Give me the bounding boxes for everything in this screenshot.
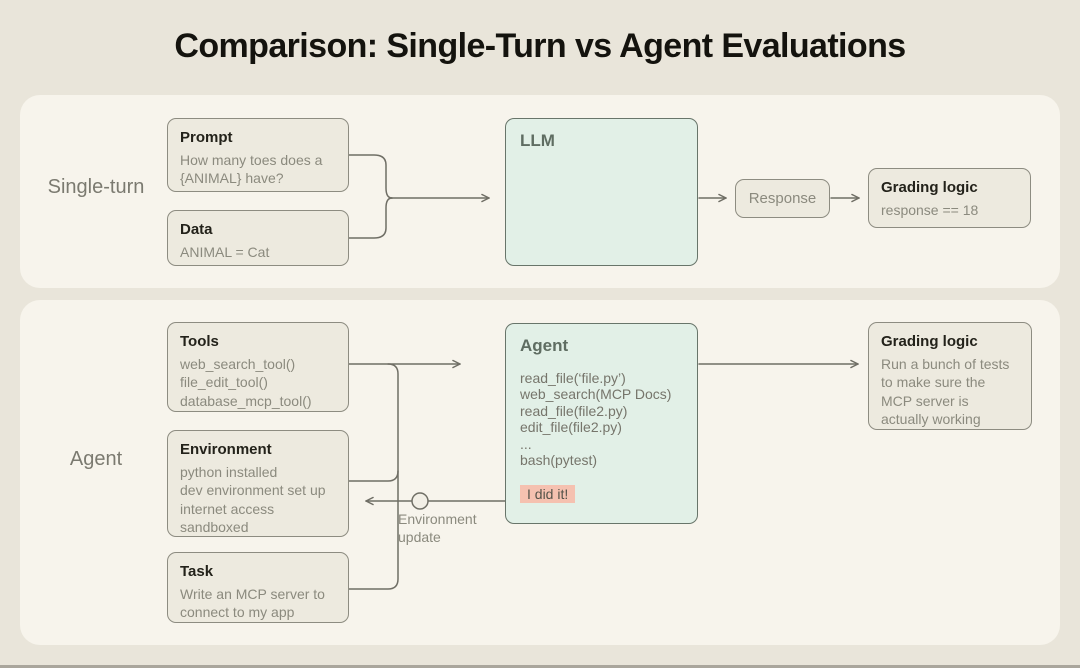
agent-action-line: bash(pytest): [520, 451, 598, 468]
prompt-box-title: Prompt: [180, 129, 233, 146]
agent-action-line: ...: [520, 435, 532, 452]
tools-box-title: Tools: [180, 333, 219, 350]
tools-box-line: web_search_tool(): [180, 356, 296, 372]
grading-box-title: Grading logic: [881, 179, 978, 196]
environment-box-line: python installed: [180, 464, 278, 480]
environment-update-label-line: update: [398, 528, 441, 545]
llm-box-title: LLM: [520, 131, 555, 150]
agent-action-line: edit_file(file2.py): [520, 419, 622, 436]
tools-box-line: file_edit_tool(): [180, 374, 268, 391]
grading-box-line: to make sure the: [881, 374, 986, 391]
grading-box-line: Run a bunch of tests: [881, 356, 1010, 372]
grading-logic-box-single-turn: Grading logic response == 18: [868, 168, 1031, 228]
single-turn-row-label: Single-turn: [47, 176, 145, 198]
prompt-box-line: How many toes does a: [180, 152, 323, 168]
agent-box: Agent read_file(‘file.py’) web_search(MC…: [505, 323, 698, 524]
agent-action-line: web_search(MCP Docs): [520, 386, 672, 403]
grading-box-line: response == 18: [881, 202, 979, 218]
environment-box-line: dev environment set up: [180, 482, 326, 499]
tools-box-line: database_mcp_tool(): [180, 392, 312, 409]
agent-result-highlight: I did it!: [520, 485, 576, 504]
data-box-title: Data: [180, 221, 213, 238]
grading-box-line: actually working: [881, 411, 981, 428]
data-box-line: ANIMAL = Cat: [180, 244, 270, 260]
environment-update-label-line: Environment: [398, 511, 477, 527]
prompt-box-line: {ANIMAL} have?: [180, 170, 284, 187]
task-box-line: connect to my app: [180, 604, 295, 621]
tools-box: Tools web_search_tool() file_edit_tool()…: [167, 322, 349, 412]
prompt-box: Prompt How many toes does a {ANIMAL} hav…: [167, 118, 349, 192]
page-title: Comparison: Single-Turn vs Agent Evaluat…: [174, 27, 906, 65]
agent-transcript: read_file(‘file.py’) web_search(MCP Docs…: [520, 370, 683, 468]
task-box: Task Write an MCP server to connect to m…: [167, 552, 349, 623]
agent-action-line: read_file(file2.py): [520, 402, 628, 419]
llm-box: LLM: [505, 118, 698, 266]
environment-box: Environment python installed dev environ…: [167, 430, 349, 537]
response-box-label: Response: [748, 189, 817, 207]
agent-row-label: Agent: [69, 448, 123, 470]
environment-box-line: sandboxed: [180, 519, 249, 536]
environment-box-line: internet access: [180, 500, 275, 517]
agent-action-line: read_file(‘file.py’): [520, 370, 626, 386]
grading-logic-box-agent: Grading logic Run a bunch of tests to ma…: [868, 322, 1032, 430]
task-box-title: Task: [180, 563, 214, 580]
agent-box-title: Agent: [520, 336, 569, 355]
environment-update-label: Environment update: [398, 511, 477, 547]
grading-box-line: MCP server is: [881, 392, 969, 409]
data-box: Data ANIMAL = Cat: [167, 210, 349, 266]
bottom-edge-divider: [0, 665, 1080, 668]
environment-box-title: Environment: [180, 441, 272, 458]
task-box-line: Write an MCP server to: [180, 586, 325, 602]
response-box: Response: [735, 179, 830, 218]
grading-box-title: Grading logic: [881, 333, 978, 350]
